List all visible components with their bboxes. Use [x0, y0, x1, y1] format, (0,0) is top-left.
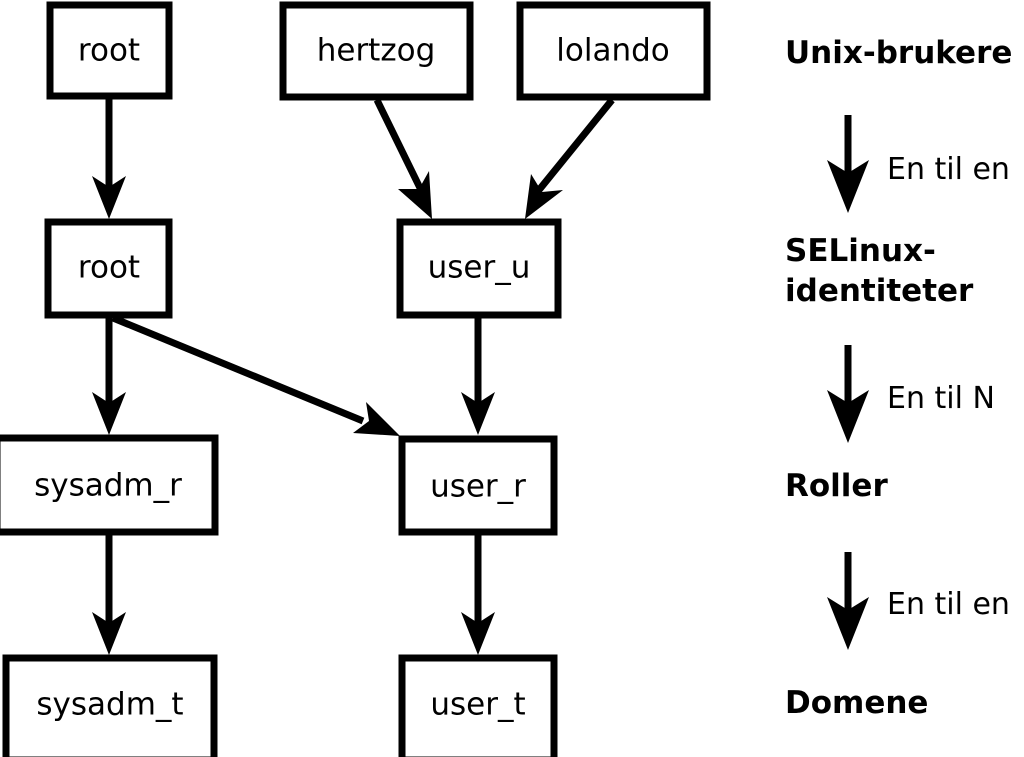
edge-selinux-root-to-sysadm-r	[92, 318, 126, 435]
node-hertzog[interactable]: hertzog	[279, 1, 474, 101]
legend-tier-unix-users: Unix-brukere	[785, 35, 1012, 71]
edge-user-u-to-user-r	[461, 318, 495, 435]
node-sysadm-t-label: sysadm_t	[36, 687, 183, 723]
node-unix-root[interactable]: root	[46, 1, 173, 100]
edge-unix-root-to-selinux-root	[92, 99, 126, 219]
legend-relation-unix-to-identity: En til en	[887, 152, 1010, 187]
legend-tier-selinux-identities-line2: identiteter	[785, 273, 974, 309]
node-user-r-label: user_r	[430, 469, 526, 505]
node-unix-root-label: root	[78, 33, 140, 69]
legend-tier-domains: Domene	[785, 685, 928, 721]
edge-selinux-root-to-user-r	[111, 314, 400, 436]
node-sysadm-r[interactable]: sysadm_r	[0, 434, 219, 536]
legend-arrow-identity-to-role	[827, 345, 869, 443]
legend-relation-role-to-domain: En til en	[887, 587, 1010, 622]
legend-tier-roles: Roller	[785, 468, 888, 504]
legend-tier-selinux-identities-line1: SELinux-	[785, 233, 936, 269]
node-sysadm-t[interactable]: sysadm_t	[2, 654, 218, 757]
edge-lolando-to-user-u	[525, 97, 615, 219]
node-user-u-label: user_u	[428, 250, 531, 286]
node-selinux-root-label: root	[78, 250, 140, 286]
node-user-t[interactable]: user_t	[398, 654, 558, 757]
node-selinux-root[interactable]: root	[44, 218, 173, 319]
node-sysadm-r-label: sysadm_r	[34, 468, 182, 504]
legend-arrow-unix-to-identity	[827, 115, 869, 213]
legend-arrow-role-to-domain	[827, 552, 869, 650]
node-user-r[interactable]: user_r	[398, 435, 558, 536]
node-user-u[interactable]: user_u	[396, 218, 562, 319]
legend-relation-identity-to-role: En til N	[887, 381, 995, 416]
edge-user-r-to-user-t	[461, 535, 495, 655]
edge-sysadm-r-to-sysadm-t	[92, 535, 126, 655]
node-lolando[interactable]: lolando	[516, 1, 711, 101]
edge-hertzog-to-user-u	[373, 98, 432, 219]
node-lolando-label: lolando	[556, 33, 669, 69]
node-hertzog-label: hertzog	[317, 33, 436, 69]
node-user-t-label: user_t	[430, 687, 525, 723]
